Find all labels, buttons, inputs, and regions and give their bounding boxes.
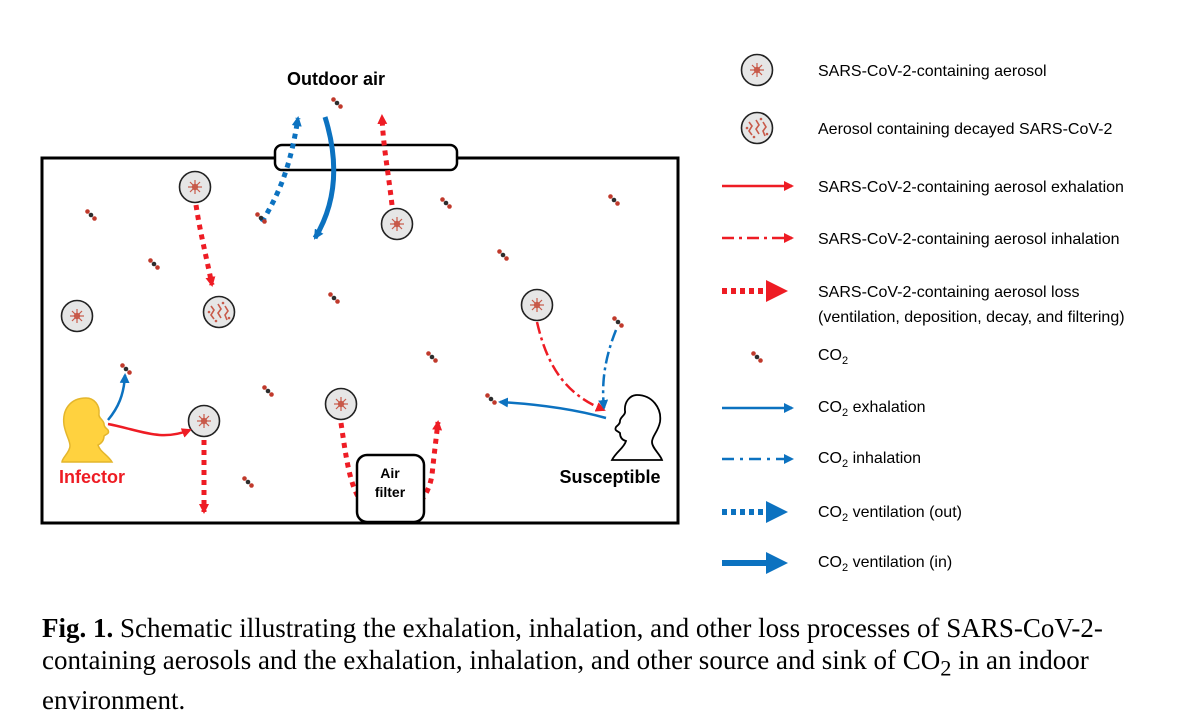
infector-head [61,397,114,463]
aerosol-particle [178,170,212,204]
air-filter-label-line1: Air [380,465,400,481]
aerosol-ventilation-out-arrow [377,114,395,206]
legend-exhale-text: SARS-CoV-2-containing aerosol exhalation [818,179,1124,196]
aerosol-particle [324,387,358,421]
aerosol-particle [187,404,221,438]
co2-molecule [612,316,624,328]
figure-caption: Fig. 1. Schematic illustrating the exhal… [42,612,1172,716]
co2-molecule [120,363,132,375]
legend-co2-vent-in-text: CO2 ventilation (in) [818,554,952,574]
co2-molecule [440,197,452,209]
susceptible-co2-exhalation-arrow [498,397,607,420]
diagram: Outdoor air Air filter Infector Suscepti… [40,53,1125,574]
legend-inhale-text: SARS-CoV-2-containing aerosol inhalation [818,231,1120,248]
aerosol-decay-arrow [193,204,216,287]
co2-ventilation-in-arrow [312,116,337,240]
susceptible-head [610,394,664,461]
caption-subscript: 2 [940,655,952,681]
aerosol-particle [60,299,94,333]
air-filter [355,453,426,524]
co2-molecule [328,292,340,304]
legend-decayed-icon [740,111,774,145]
decayed-aerosol-particle [202,295,236,329]
infector-co2-exhalation-arrow [107,373,130,421]
caption-label: Fig. 1. [42,613,114,643]
co2-molecule [331,97,343,109]
aerosol-particle [380,207,414,241]
co2-molecule [262,385,274,397]
legend-loss-text-2: (ventilation, deposition, decay, and fil… [818,309,1125,326]
susceptible-label: Susceptible [559,467,660,487]
co2-molecule [608,194,620,206]
susceptible-aerosol-inhalation-arrow [535,321,606,412]
window-vent [273,143,459,172]
legend-co2-inhale-text: CO2 inhalation [818,450,921,470]
co2-molecule [148,258,160,270]
co2-molecule [426,351,438,363]
legend-decayed-text: Aerosol containing decayed SARS-CoV-2 [818,121,1112,138]
caption-text: Schematic illustrating the exhalation, i… [42,613,1103,675]
legend-co2-icon [751,351,763,363]
co2-molecule [85,209,97,221]
legend: SARS-CoV-2-containing aerosol Aerosol co… [722,53,1125,574]
aerosol-particle [520,288,554,322]
air-filter-label-line2: filter [375,484,406,500]
outdoor-air-label: Outdoor air [287,69,385,89]
legend-co2-text: CO2 [818,347,848,367]
legend-loss-text: SARS-CoV-2-containing aerosol loss [818,284,1079,301]
co2-molecule [242,476,254,488]
co2-molecule [485,393,497,405]
co2-molecule [497,249,509,261]
legend-co2-vent-out-text: CO2 ventilation (out) [818,504,962,524]
infector-aerosol-exhalation-arrow [107,422,192,438]
susceptible-co2-inhalation-arrow [598,329,618,410]
legend-aerosol-text: SARS-CoV-2-containing aerosol [818,63,1047,80]
legend-aerosol-icon [740,53,774,87]
caption-tail: in an indoor environment. [42,645,1089,716]
legend-co2-exhale-text: CO2 exhalation [818,399,926,419]
infector-label: Infector [59,467,125,487]
